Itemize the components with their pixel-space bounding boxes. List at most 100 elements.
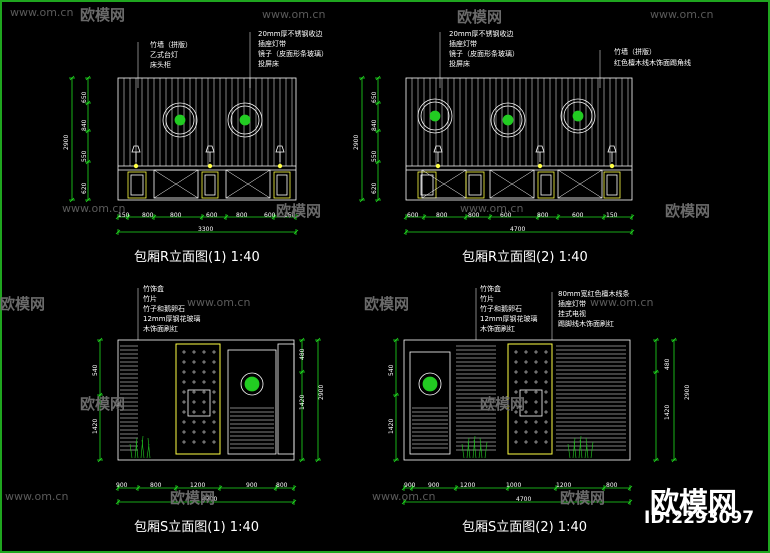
dimension-tick — [653, 337, 659, 343]
dim-s2-4: 1200 — [556, 482, 572, 489]
lamp-light — [174, 114, 186, 126]
note-r2-right-0: 竹墙（拼版） — [614, 48, 656, 56]
side-cabinet-panel — [540, 174, 552, 196]
watermark-logo: 欧模网 — [170, 489, 216, 507]
dimension-tick — [403, 214, 409, 220]
mirror-frame — [560, 98, 596, 134]
porthole-window — [418, 372, 442, 396]
dimension-tick — [299, 369, 305, 375]
cabinet — [557, 169, 603, 199]
dim-s1-side-1: 1420 — [299, 394, 306, 410]
dim-s2-5: 800 — [606, 482, 618, 489]
dimension-tick — [223, 214, 229, 220]
cabinet-diagonal — [153, 169, 199, 199]
bamboo-plant — [134, 437, 138, 459]
watermark-logo: 欧模网 — [364, 295, 410, 313]
dim-s2-0: 900 — [404, 482, 416, 489]
door — [409, 351, 451, 455]
note-s2-right-2: 挂式电视 — [558, 310, 586, 318]
dim-s1-2: 1200 — [190, 482, 206, 489]
dimension-tick — [115, 229, 121, 235]
dimension-tick — [555, 214, 561, 220]
dimension-tick — [85, 100, 91, 106]
dimension-tick — [535, 214, 541, 220]
note-s1-1: 竹片 — [143, 295, 157, 303]
dimension-tick — [115, 214, 121, 220]
table-lamp-shade — [535, 145, 545, 153]
cabinet-diagonal — [225, 169, 271, 199]
bamboo-plant — [135, 441, 139, 459]
watermark-site: www.om.cn — [372, 490, 436, 503]
dim-s1-total: 4700 — [202, 496, 218, 503]
dimension-tick — [629, 214, 635, 220]
dim-s2-side-1: 1420 — [664, 404, 671, 420]
note-s2-right-0: 80mm宽红色檀木线条 — [558, 290, 630, 298]
side-cabinet-panel — [130, 174, 144, 196]
note-s1-3: 12mm厚钢花玻璃 — [143, 315, 201, 323]
table-lamp-shade — [275, 145, 285, 153]
dimension-tick — [401, 499, 407, 505]
dim-r1-side-3: 620 — [81, 182, 88, 194]
bamboo-plant — [466, 437, 470, 459]
glass-inset — [187, 389, 211, 417]
dimension-tick — [601, 214, 607, 220]
dimension-tick — [173, 485, 179, 491]
dim-s2-side-total: 2900 — [684, 384, 691, 400]
bamboo-plant — [472, 435, 476, 459]
side-cabinet-panel — [204, 174, 216, 196]
brand-name: 欧模网 — [650, 486, 738, 520]
elevation-outline — [117, 77, 297, 201]
mirror-frame — [420, 101, 450, 131]
dimension-tick — [293, 229, 299, 235]
glass-inset — [519, 389, 543, 417]
dim-r2-side-2: 550 — [371, 150, 378, 162]
dimension-tick — [299, 337, 305, 343]
dimension-tick — [393, 337, 399, 343]
watermark-site: www.om.cn — [460, 202, 524, 215]
lamp-light — [429, 110, 441, 122]
bamboo-plant — [579, 439, 583, 459]
watermark-site: www.om.cn — [62, 202, 126, 215]
dim-r2-2: 800 — [468, 212, 480, 219]
table-lamp-shade — [131, 145, 141, 153]
drawing-title-r2: 包厢R立面图(2) 1:40 — [462, 250, 588, 265]
table-lamp-shade — [433, 145, 443, 153]
dim-s2-side-2: 540 — [388, 364, 395, 376]
dim-r1-1: 800 — [142, 212, 154, 219]
dimension-tick — [671, 457, 677, 463]
watermark-logo: 欧模网 — [276, 202, 322, 220]
watermark-site: www.om.cn — [10, 6, 74, 19]
dimension-tick — [359, 197, 365, 203]
dimension-tick — [393, 457, 399, 463]
dimension-tick — [291, 499, 297, 505]
bamboo-plant — [473, 439, 477, 459]
note-r1-right-0: 20mm厚不锈钢收边 — [258, 30, 323, 38]
porthole-glass — [422, 376, 438, 392]
dimension-tick — [69, 75, 75, 81]
watermark-site: www.om.cn — [187, 296, 251, 309]
dim-r2-5: 600 — [572, 212, 584, 219]
bamboo-plant — [567, 443, 571, 459]
dim-s2-side-3: 1420 — [388, 418, 395, 434]
cabinet-diagonal — [421, 169, 467, 199]
dim-r2-side-0: 650 — [371, 91, 378, 103]
lamp-base — [435, 163, 441, 169]
dimension-tick — [151, 214, 157, 220]
cabinet-diagonal — [489, 169, 535, 199]
note-s1-2: 竹子和鹅卵石 — [143, 305, 185, 313]
dim-r1-4: 800 — [236, 212, 248, 219]
watermark-logo: 欧模网 — [560, 489, 606, 507]
mirror-frame — [230, 105, 260, 135]
lamp-base — [133, 163, 139, 169]
dimension-tick — [217, 485, 223, 491]
dimension-tick — [403, 229, 409, 235]
glass-panel-frame — [175, 343, 221, 455]
dimension-tick — [97, 337, 103, 343]
side-panel — [277, 343, 295, 455]
dim-s1-4: 800 — [276, 482, 288, 489]
cabinet-diagonal — [557, 169, 603, 199]
side-cabinet — [603, 171, 621, 199]
note-r2-left-0: 20mm厚不锈钢收边 — [449, 30, 514, 38]
